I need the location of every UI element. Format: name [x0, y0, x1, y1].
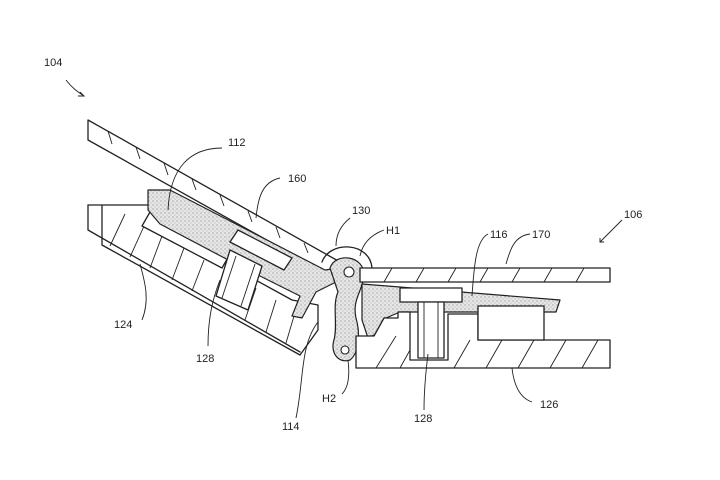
label-h2: H2 — [322, 393, 336, 405]
label-114: 114 — [282, 421, 300, 433]
label-h1: H1 — [386, 225, 400, 237]
label-112: 112 — [228, 137, 246, 149]
label-130: 130 — [352, 205, 370, 217]
right-screw-head — [400, 288, 462, 302]
label-124: 124 — [114, 319, 132, 331]
label-128-right: 128 — [414, 413, 432, 425]
right-portion — [356, 268, 610, 368]
right-screw — [418, 302, 444, 358]
label-160: 160 — [288, 173, 306, 185]
hinge-pivot-h1 — [344, 267, 354, 277]
label-106: 106 — [624, 209, 642, 221]
right-upper-layer — [360, 268, 610, 282]
label-170: 170 — [532, 229, 550, 241]
right-component-block — [478, 306, 544, 340]
label-126: 126 — [540, 399, 558, 411]
label-104: 104 — [44, 57, 62, 69]
label-116: 116 — [490, 229, 508, 241]
hinge-pivot-h2 — [341, 346, 349, 354]
label-128-left: 128 — [196, 353, 214, 365]
